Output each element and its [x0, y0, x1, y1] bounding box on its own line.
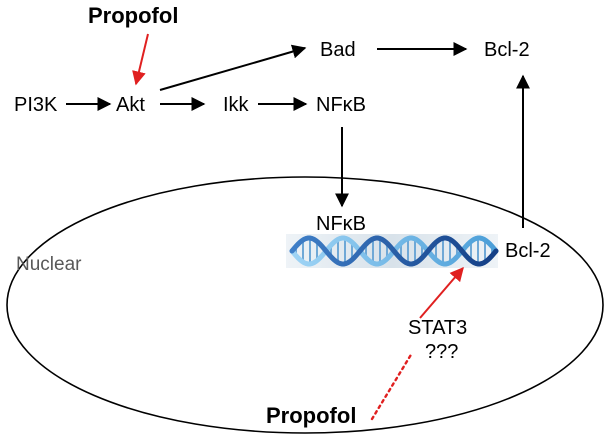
- node-nfkb-nucleus: NFκB: [316, 213, 366, 235]
- arrow-akt-bad: [159, 44, 307, 91]
- drug-arrow-bottom: [419, 266, 464, 319]
- nucleus-ellipse: [6, 176, 604, 434]
- dna-helix-icon: [286, 234, 499, 268]
- compartment-label-nuclear: Nuclear: [16, 254, 82, 275]
- node-akt: Akt: [116, 94, 145, 116]
- drug-label-top: Propofol: [88, 3, 178, 28]
- node-bcl2-cytoplasm: Bcl-2: [484, 39, 530, 61]
- node-pi3k: PI3K: [14, 94, 58, 116]
- node-bcl2-nucleus: Bcl-2: [505, 240, 551, 262]
- node-stat3: STAT3: [408, 317, 467, 339]
- drug-arrow-top: [132, 33, 149, 86]
- node-bad: Bad: [320, 39, 356, 61]
- drug-arrow-bottom-dotted: [370, 351, 414, 421]
- node-unknown-mechanism: ???: [425, 341, 458, 363]
- drug-label-bottom: Propofol: [266, 403, 356, 428]
- node-ikk: Ikk: [223, 94, 250, 116]
- node-nfkb-cytoplasm: NFκB: [316, 94, 366, 116]
